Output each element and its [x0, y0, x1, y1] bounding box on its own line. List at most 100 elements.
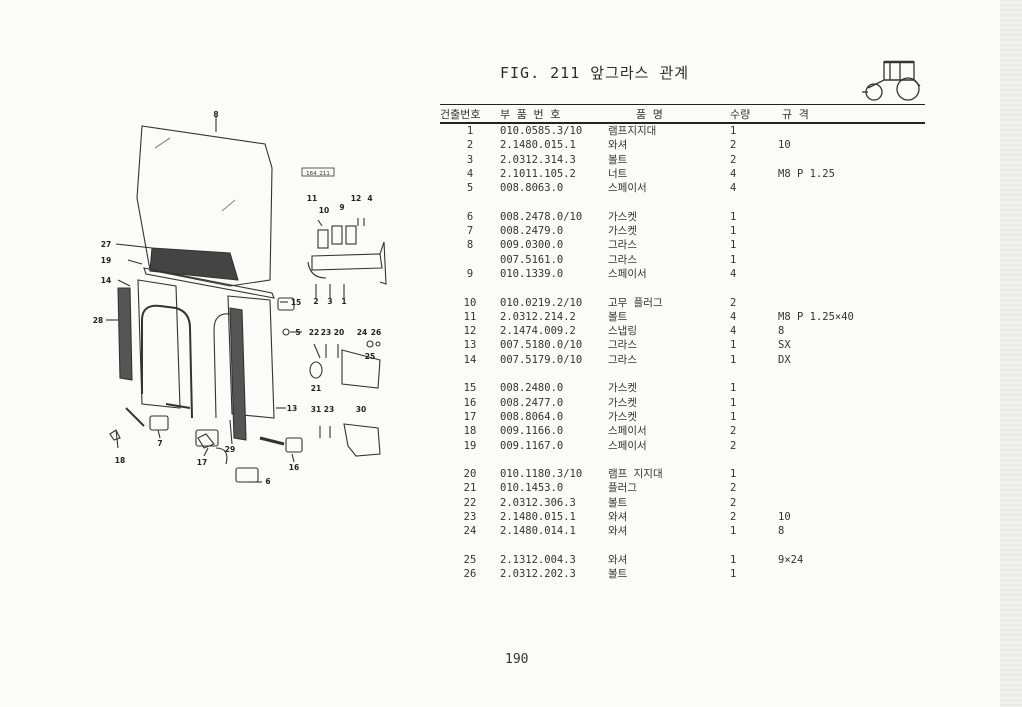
quantity-cell: 1	[730, 253, 737, 266]
spec-cell	[778, 253, 925, 267]
part-number-cell: 2.0312.202.3	[500, 568, 576, 581]
ref-number-cell: 22	[463, 496, 477, 509]
table-spacer-row	[440, 453, 925, 467]
part-number-cell: 008.2477.0	[500, 396, 564, 409]
part-name-cell: 가스켓	[608, 410, 637, 423]
callout-12: 12	[351, 194, 361, 203]
quantity-cell: 2	[730, 153, 737, 166]
windshield-exploded-diagram: 164_211 8 11 10 9 12 4 27 19 14 28 2 3 1…	[93, 110, 387, 486]
spec-cell	[778, 123, 925, 138]
part-name-cell: 와셔	[608, 525, 628, 538]
part-number-cell: 2.1480.015.1	[500, 139, 576, 152]
callout-10: 10	[319, 206, 329, 215]
callout-9: 9	[339, 203, 344, 212]
spec-cell	[778, 567, 925, 581]
part-name-cell: 그라스	[608, 239, 637, 252]
ref-number-cell: 19	[463, 439, 477, 452]
parts-table-header: 건출번호 부 품 번 호 품 명 수량 규 격	[440, 104, 925, 124]
ref-number-cell: 18	[463, 425, 477, 438]
part-name-cell: 와셔	[608, 553, 628, 566]
quantity-cell: 2	[730, 296, 737, 309]
part-number-cell: 009.1166.0	[500, 425, 564, 438]
part-name-cell: 볼트	[608, 310, 628, 323]
spec-cell: M8 P 1.25	[778, 167, 835, 180]
callout-5: 5	[295, 328, 300, 337]
callout-7: 7	[157, 439, 162, 448]
spec-cell: 10	[778, 511, 791, 524]
spec-cell	[778, 210, 925, 224]
spec-cell: 8	[778, 325, 785, 338]
quantity-cell: 1	[730, 468, 737, 481]
figure-title: FIG. 211 앞그라스 관계	[500, 64, 690, 82]
quantity-cell: 2	[730, 482, 737, 495]
callout-31: 31	[311, 405, 321, 414]
spec-cell	[778, 439, 925, 453]
part-number-cell: 008.8064.0	[500, 410, 564, 423]
part-number-cell: 008.2480.0	[500, 382, 564, 395]
part-number-cell: 2.0312.306.3	[500, 496, 576, 509]
side-glass-right	[227, 295, 275, 419]
ref-number-cell: 8	[466, 239, 474, 252]
part-name-cell: 스페이서	[608, 425, 647, 438]
callout-1: 1	[341, 297, 346, 306]
callout-16: 16	[289, 463, 299, 472]
ref-number-cell: 9	[466, 267, 474, 280]
ref-number-cell: 21	[463, 482, 477, 495]
part-number-cell: 010.1453.0	[500, 482, 564, 495]
part-number-cell: 010.0219.2/10	[500, 296, 583, 309]
part-name-cell: 스페이서	[608, 267, 647, 280]
spec-cell	[778, 381, 925, 395]
callout-28: 28	[93, 316, 103, 325]
quantity-cell: 1	[730, 225, 737, 238]
page-number: 190	[505, 652, 529, 667]
callout-8: 8	[213, 110, 218, 119]
part-name-cell: 스냅링	[608, 325, 637, 338]
quantity-cell: 2	[730, 425, 737, 438]
part-name-cell: 램프 지지대	[608, 468, 663, 481]
spec-cell	[778, 181, 925, 195]
windshield-glass	[136, 125, 273, 287]
table-spacer-row	[440, 367, 925, 381]
part-number-cell: 2.0312.314.3	[500, 153, 576, 166]
part-name-cell: 그라스	[608, 253, 637, 266]
part-number-cell: 007.5180.0/10	[500, 339, 583, 352]
ref-number-cell: 3	[466, 153, 474, 166]
table-spacer-row	[440, 195, 925, 209]
callout-23b: 23	[324, 405, 334, 414]
ref-number-cell: 23	[463, 511, 477, 524]
callout-27: 27	[101, 240, 111, 249]
ref-number-cell: 5	[466, 182, 474, 195]
diagram-ref-code: 164_211	[306, 171, 330, 177]
tractor-icon	[862, 60, 921, 101]
spec-cell	[778, 153, 925, 167]
callout-11: 11	[307, 194, 317, 203]
side-glass-left	[137, 279, 181, 409]
header-spec: 규 격	[778, 104, 925, 124]
spec-cell: DX	[778, 353, 791, 366]
spec-cell	[778, 410, 925, 424]
quantity-cell: 4	[730, 310, 737, 323]
part-number-cell: 2.0312.214.2	[500, 310, 576, 323]
quantity-cell: 1	[730, 353, 737, 366]
ref-number-cell: 16	[463, 396, 477, 409]
quantity-cell: 2	[730, 511, 737, 524]
part-name-cell: 스페이서	[608, 182, 647, 195]
spec-cell: SX	[778, 339, 791, 352]
ref-number-cell	[440, 253, 500, 267]
part-number-cell: 010.1339.0	[500, 267, 564, 280]
spec-cell	[778, 296, 925, 310]
spec-cell	[778, 481, 925, 495]
part-name-cell: 와셔	[608, 511, 628, 524]
